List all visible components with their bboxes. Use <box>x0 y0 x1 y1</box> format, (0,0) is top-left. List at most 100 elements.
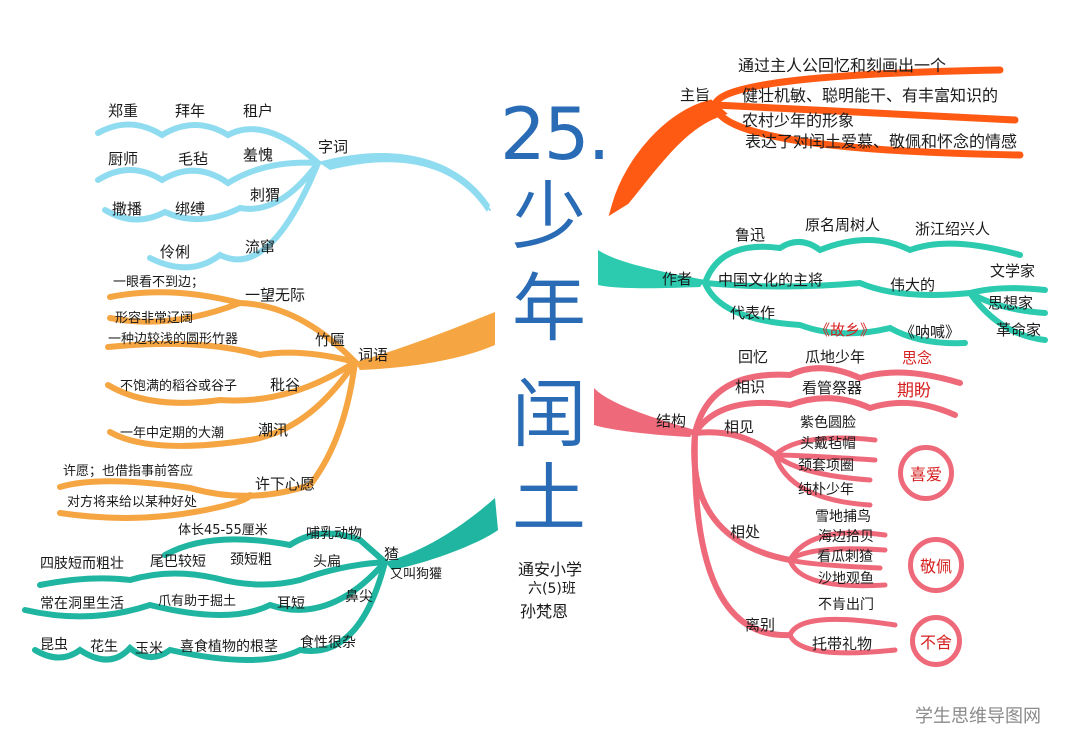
zici-word: 羞愧 <box>243 146 274 164</box>
watermark: 学生思维导图网 <box>915 706 1041 727</box>
cha-trait: 玉米 <box>135 641 163 657</box>
cha-trait: 耳短 <box>277 596 305 612</box>
title-char-1: 少 <box>512 174 586 260</box>
signature-school: 通安小学 <box>518 560 583 579</box>
cha-trait: 食性很杂 <box>300 635 356 651</box>
cha-trait: 头扁 <box>313 554 341 570</box>
branch-ciyu-lines <box>57 289 495 521</box>
zici-word: 租户 <box>243 102 274 120</box>
branch-jiegou-lines <box>594 365 963 656</box>
cha-trait: 常在洞里生活 <box>40 596 124 612</box>
cha-alias: 又叫狗獾 <box>390 567 443 582</box>
jiegou-item: 看管祭器 <box>802 379 863 397</box>
jiegou-item: 紫色圆脸 <box>800 415 856 431</box>
lesson-number: 25. <box>500 92 611 176</box>
zuozhe-work: 《呐喊》 <box>900 323 961 341</box>
zhuzhi-line: 农村少年的形象 <box>742 111 855 130</box>
emotion-circle-jingpei: 敬佩 <box>908 537 964 593</box>
zici-word: 拜年 <box>175 102 206 120</box>
signature-name: 孙梵恩 <box>520 602 569 621</box>
jiegou-section-label: 离别 <box>745 616 776 634</box>
zici-word: 绑缚 <box>175 200 206 218</box>
ciyu-word: 一望无际 <box>245 286 306 304</box>
zici-word: 毛毡 <box>178 150 209 168</box>
branch-zici-lines <box>95 121 491 271</box>
zici-word: 伶俐 <box>160 243 191 261</box>
zici-word: 撒播 <box>112 200 143 218</box>
branch-label-ciyu: 词语 <box>358 346 389 364</box>
jiegou-item: 纯朴少年 <box>798 482 854 498</box>
jiegou-item: 头戴毡帽 <box>800 436 856 452</box>
title-char-4: 土 <box>512 456 586 542</box>
jiegou-emotion: 思念 <box>902 349 933 367</box>
zhuzhi-line: 通过主人公回忆和刻画出一个 <box>738 56 947 75</box>
branch-label-cha: 猹 <box>384 545 400 563</box>
jiegou-item: 颈套项圈 <box>798 458 854 474</box>
title-char-2: 年 <box>512 266 586 352</box>
zuozhe-item: 浙江绍兴人 <box>915 220 991 238</box>
zuozhe-work: 《故乡》 <box>815 321 876 339</box>
cha-trait: 哺乳动物 <box>306 526 362 542</box>
cha-trait: 昆虫 <box>40 637 68 653</box>
cha-trait: 花生 <box>90 639 118 655</box>
zuozhe-works-label: 代表作 <box>730 304 776 322</box>
ciyu-definition: 对方将来给以某种好处 <box>67 495 198 510</box>
branch-label-zici: 字词 <box>318 138 349 156</box>
ciyu-word: 潮汛 <box>258 421 289 439</box>
zuozhe-title: 革命家 <box>996 321 1042 339</box>
zhuzhi-line: 健壮机敏、聪明能干、有丰富知识的 <box>742 86 999 105</box>
zuozhe-item: 中国文化的主将 <box>718 271 824 289</box>
branch-cha-lines <box>22 498 498 663</box>
zuozhe-title: 思想家 <box>988 294 1034 312</box>
ciyu-definition: 一眼看不到边； <box>113 275 205 290</box>
jiegou-emotion: 喜爱 <box>909 465 942 484</box>
branch-zuozhe-lines <box>598 237 1048 347</box>
zici-word: 厨师 <box>108 150 139 168</box>
ciyu-definition: 不饱满的稻谷或谷子 <box>120 379 238 394</box>
cha-trait: 爪有助于掘土 <box>158 594 237 609</box>
jiegou-item: 沙地观鱼 <box>818 571 874 587</box>
zhuzhi-line: 表达了对闰土爱慕、敬佩和怀念的情感 <box>745 132 1018 151</box>
jiegou-item: 托带礼物 <box>812 635 873 653</box>
cha-trait: 尾巴较短 <box>150 554 206 570</box>
emotion-circle-xiai: 喜爱 <box>898 445 954 501</box>
ciyu-word: 竹匾 <box>315 331 346 349</box>
jiegou-emotion: 不舍 <box>919 633 952 652</box>
cha-trait: 鼻尖 <box>345 589 373 605</box>
jiegou-item: 瓜地少年 <box>805 348 866 366</box>
ciyu-word: 许下心愿 <box>255 475 316 493</box>
jiegou-item: 雪地捕鸟 <box>815 509 871 525</box>
cha-trait: 四肢短而粗壮 <box>40 556 124 572</box>
jiegou-item: 看瓜刺猹 <box>817 549 873 565</box>
zici-word: 流窜 <box>245 238 276 256</box>
zuozhe-title: 文学家 <box>990 262 1036 280</box>
ciyu-definition: 一种边较浅的圆形竹器 <box>108 332 239 347</box>
jiegou-item: 海边拾贝 <box>818 529 874 545</box>
branch-label-zuozhe: 作者 <box>662 270 693 288</box>
zuozhe-item: 伟大的 <box>890 276 936 294</box>
jiegou-section-label: 相识 <box>735 378 766 396</box>
ciyu-word: 秕谷 <box>270 376 301 394</box>
jiegou-section-label: 回忆 <box>738 348 769 366</box>
jiegou-section-label: 相见 <box>724 418 755 436</box>
title-char-3: 闰 <box>512 372 586 458</box>
zici-word: 刺猬 <box>250 186 281 204</box>
ciyu-definition: 一年中定期的大潮 <box>120 426 225 441</box>
branch-label-jiegou: 结构 <box>656 412 687 430</box>
jiegou-item: 不肯出门 <box>818 597 874 613</box>
zuozhe-item: 原名周树人 <box>805 216 881 234</box>
branch-zhuzhi-lines <box>608 66 1024 217</box>
jiegou-section-label: 相处 <box>730 523 761 541</box>
zuozhe-item: 鲁迅 <box>735 226 766 244</box>
zici-word: 郑重 <box>108 102 139 120</box>
jiegou-emotion: 期盼 <box>897 381 931 401</box>
branch-label-zhuzhi: 主旨 <box>680 86 711 104</box>
jiegou-emotion: 敬佩 <box>919 557 952 576</box>
cha-trait: 喜食植物的根茎 <box>180 639 278 655</box>
emotion-circle-bushe: 不舍 <box>910 615 962 667</box>
cha-trait: 体长45-55厘米 <box>178 523 268 538</box>
ciyu-definition: 形容非常辽阔 <box>115 311 194 326</box>
cha-trait: 颈短粗 <box>230 552 272 568</box>
signature-class: 六(5)班 <box>528 581 576 597</box>
